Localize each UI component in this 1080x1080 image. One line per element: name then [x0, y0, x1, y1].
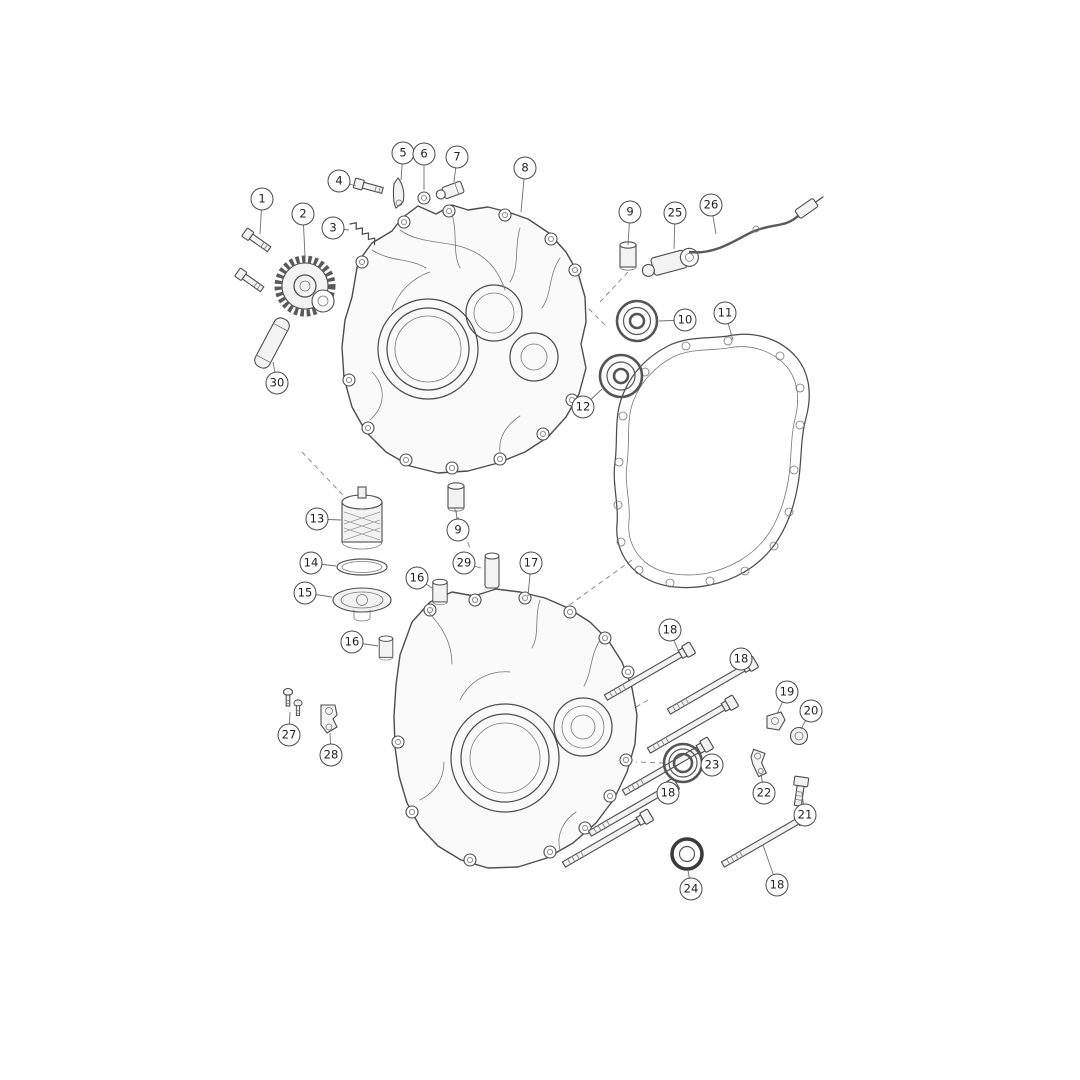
- callout-8: 8: [513, 156, 537, 180]
- flange-bolt-1a: [241, 227, 272, 253]
- callout-29: 29: [452, 551, 476, 575]
- callout-9: 9: [618, 200, 642, 224]
- callout-16: 16: [405, 566, 429, 590]
- washer: [417, 191, 431, 205]
- clamp-19: [766, 711, 786, 731]
- callout-21: 21: [793, 803, 817, 827]
- callout-22: 22: [752, 781, 776, 805]
- callout-28: 28: [319, 743, 343, 767]
- dowel-pin-29: [484, 552, 500, 589]
- callout-18: 18: [656, 781, 680, 805]
- flange-bolt-4: [352, 177, 384, 194]
- plug-cap-20: [789, 726, 809, 746]
- o-ring-14: [336, 558, 388, 576]
- oil-seal-24: [670, 837, 704, 871]
- callout-19: 19: [775, 680, 799, 704]
- callout-2: 2: [291, 202, 315, 226]
- callout-14: 14: [299, 551, 323, 575]
- flange-bolt-1b: [234, 267, 265, 293]
- callout-1: 1: [250, 187, 274, 211]
- spring: [349, 222, 376, 246]
- callout-5: 5: [391, 141, 415, 165]
- callout-23: 23: [700, 753, 724, 777]
- callout-11: 11: [713, 301, 737, 325]
- union-fitting: [435, 180, 465, 200]
- ball-bearing-12: [598, 353, 644, 399]
- callout-10: 10: [673, 308, 697, 332]
- lever-plate: [392, 177, 405, 209]
- callout-6: 6: [412, 142, 436, 166]
- lower-case-bolt-bosses: [391, 591, 635, 867]
- callout-12: 12: [571, 395, 595, 419]
- callout-4: 4: [327, 169, 351, 193]
- ball-bearing-10: [615, 299, 659, 343]
- bracket-28: [320, 704, 338, 734]
- callout-9: 9: [446, 518, 470, 542]
- callout-18: 18: [729, 647, 753, 671]
- callout-18: 18: [765, 873, 789, 897]
- neutral-switch-sensor: [641, 247, 699, 277]
- callout-15: 15: [293, 581, 317, 605]
- callout-20: 20: [799, 699, 823, 723]
- callout-30: 30: [265, 371, 289, 395]
- oil-filter-element: [341, 486, 383, 550]
- callout-24: 24: [679, 877, 703, 901]
- callout-27: 27: [277, 723, 301, 747]
- callout-18: 18: [658, 618, 682, 642]
- callout-3: 3: [321, 216, 345, 240]
- callout-26: 26: [699, 193, 723, 217]
- callout-13: 13: [305, 507, 329, 531]
- callout-25: 25: [663, 201, 687, 225]
- upper-case-bolt-bosses: [342, 204, 582, 475]
- callout-16: 16: [340, 630, 364, 654]
- callout-7: 7: [445, 145, 469, 169]
- bracket-22: [750, 748, 768, 778]
- oil-pump-gear: [274, 255, 336, 317]
- filter-cap-15: [332, 587, 392, 622]
- dowel-pin-30: [254, 317, 290, 369]
- gasket-bolt-holes: [613, 336, 805, 588]
- sensor-cable: [688, 196, 824, 254]
- upper-crankcase-half: [341, 204, 587, 475]
- lower-crankcase-half: [391, 588, 638, 869]
- cover-gasket: [613, 333, 810, 589]
- callout-17: 17: [519, 551, 543, 575]
